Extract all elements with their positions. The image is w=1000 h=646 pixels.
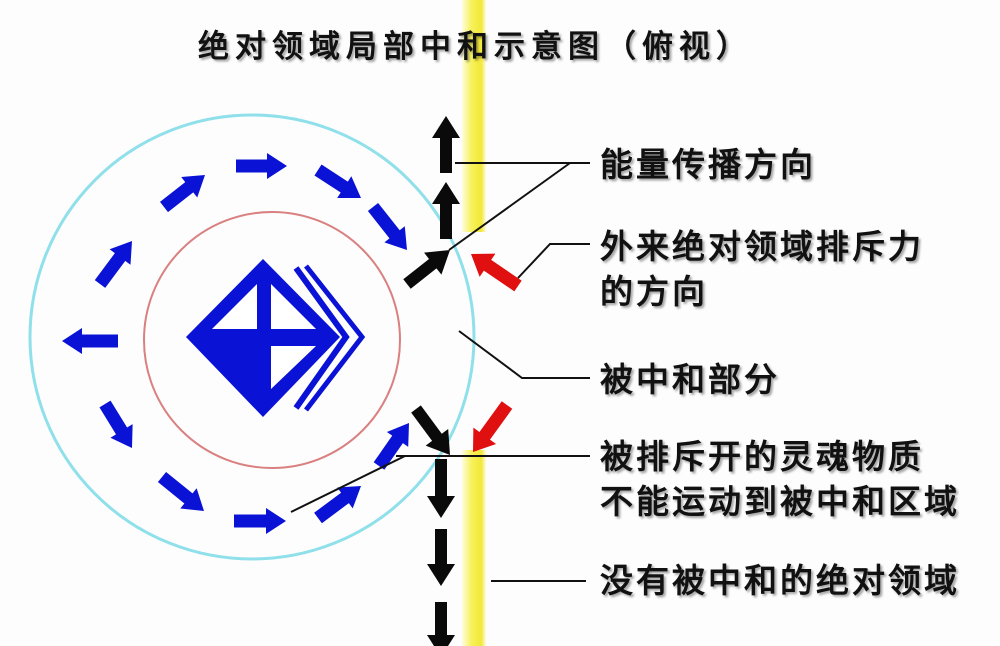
leader-line-repulsion (517, 243, 590, 279)
label-repulsion-line2: 的方向 (600, 272, 708, 311)
label-repelled-line1: 被排斥开的灵魂物质 (600, 437, 924, 476)
absolute-field-boundary-top (462, 0, 486, 232)
flow-arrow-icon (99, 400, 133, 449)
repulsion-arrow-icon (471, 253, 522, 292)
leader-line-energy-diagonal (448, 162, 571, 251)
flow-arrow-icon (314, 486, 361, 524)
diagram-title: 绝对领域局部中和示意图（俯视） (198, 29, 753, 65)
flow-arrow-icon (62, 328, 118, 354)
energy-arrow-icon (411, 405, 450, 455)
flow-arrow-icon (367, 202, 407, 250)
flow-arrow-icon (314, 164, 362, 199)
flow-arrow-icon (236, 153, 287, 179)
inner-field-circle (143, 211, 401, 469)
outer-field-circle (28, 113, 476, 561)
leader-line-repelled-diagonal (290, 455, 406, 513)
label-neutralized-part: 被中和部分 (600, 360, 780, 399)
energy-arrow-icon (427, 529, 455, 586)
flow-arrow-icon (234, 508, 286, 534)
energy-arrow-icon (432, 182, 460, 239)
energy-arrow-icon (427, 602, 455, 646)
energy-arrow-icon (427, 459, 455, 518)
energy-arrow-icon (403, 250, 450, 289)
flow-arrow-icon (94, 241, 132, 288)
flow-arrow-icon (160, 175, 205, 213)
leader-line-neutralized (458, 330, 590, 379)
label-repelled-line2: 不能运动到被中和区域 (600, 482, 960, 521)
diamond-emblem-icon (186, 259, 366, 417)
label-repulsion-line1: 外来绝对领域排斥力 (600, 227, 924, 266)
absolute-field-boundary-bottom (462, 450, 486, 646)
flow-arrow-icon (157, 471, 205, 512)
energy-arrow-icon (432, 116, 460, 173)
label-energy-direction: 能量传播方向 (600, 145, 816, 184)
arrows-group (62, 116, 522, 646)
label-not-neutralized: 没有被中和的绝对领域 (600, 561, 960, 600)
repulsion-arrow-icon (473, 401, 513, 453)
flow-arrow-icon (373, 422, 410, 470)
